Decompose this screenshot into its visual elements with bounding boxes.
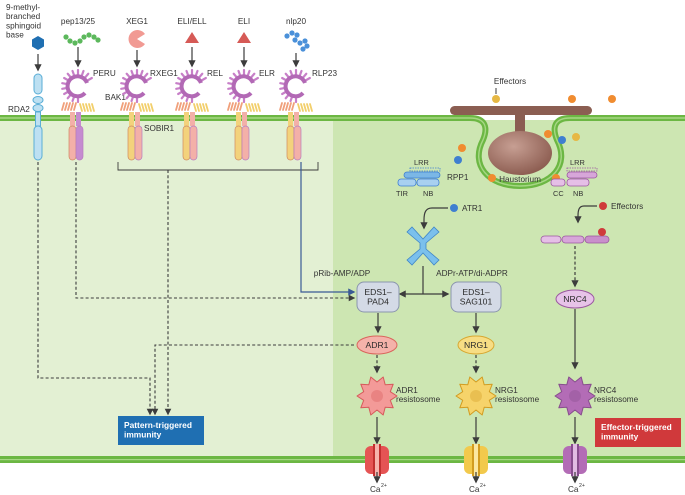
rel-receptor bbox=[175, 68, 209, 161]
rpp1-lrr-label: LRR bbox=[414, 158, 429, 167]
adr1-node bbox=[356, 335, 398, 355]
rxeg1-label: RXEG1 bbox=[150, 69, 178, 78]
peru-label: PERU bbox=[93, 69, 116, 78]
nlr-right-nb-label: NB bbox=[573, 189, 583, 198]
rpp1-receptor bbox=[397, 167, 441, 187]
nrc4-channel bbox=[563, 444, 587, 476]
bak1-label: BAK1 bbox=[105, 93, 126, 102]
rlp23-to-eds1-line bbox=[300, 162, 356, 296]
tetramer-to-eds1-fork bbox=[398, 266, 450, 298]
nlr-effector-dot-1 bbox=[599, 202, 607, 210]
prib-label: pRib-AMP/ADP bbox=[314, 269, 371, 278]
svg-text:Ca: Ca bbox=[568, 485, 579, 494]
adr1-label: ADR1 bbox=[366, 340, 389, 350]
rlp23-receptor bbox=[279, 68, 313, 161]
ca-label-nrg1: Ca 2+ bbox=[469, 483, 486, 494]
nrc4-resistosome bbox=[554, 376, 596, 416]
rpp1-nb-label: NB bbox=[423, 189, 433, 198]
effectors-top-label: Effectors bbox=[494, 77, 526, 86]
haustorium-label-group: Haustorium bbox=[499, 175, 541, 184]
rpp1-name-label: RPP1 bbox=[447, 173, 469, 182]
atr1-to-rpp1-arrow bbox=[420, 207, 448, 230]
sphingoid-hexagon-icon bbox=[32, 36, 44, 50]
node-to-resistosome-arrows bbox=[373, 355, 480, 374]
resistosome-layer bbox=[356, 376, 596, 416]
nlr-right-lrr-label: LRR bbox=[570, 158, 585, 167]
pathogen-hypha bbox=[450, 106, 592, 175]
effectors-to-nlr-arrow bbox=[574, 205, 597, 224]
nrg1-node bbox=[457, 335, 495, 355]
adr1-resistosome bbox=[356, 376, 398, 416]
nrg1-channel bbox=[464, 444, 488, 476]
svg-text:2+: 2+ bbox=[579, 483, 585, 489]
pti-dotted-paths bbox=[37, 162, 356, 416]
eli-label: ELI bbox=[238, 17, 250, 26]
pep-peptide-icon bbox=[63, 32, 101, 46]
rel-label: REL bbox=[207, 69, 223, 78]
nlr-effectors-label: Effectors bbox=[611, 202, 643, 211]
eti-box bbox=[595, 418, 681, 447]
sobir1-label: SOBIR1 bbox=[144, 124, 174, 133]
pep-label: pep13/25 bbox=[61, 17, 96, 26]
nlp20-peptide-icon bbox=[284, 30, 310, 52]
rda2-label: RDA2 bbox=[8, 105, 30, 114]
eli-ell-triangle-icon bbox=[185, 32, 199, 43]
nrg1-resistosome bbox=[455, 376, 497, 416]
svg-text:2+: 2+ bbox=[480, 483, 486, 489]
elr-label: ELR bbox=[259, 69, 275, 78]
nlr-right-receptor bbox=[550, 167, 598, 187]
rlp23-label: RLP23 bbox=[312, 69, 337, 78]
ligand-arrows bbox=[34, 47, 300, 72]
eds1-pad4-label: EDS1–PAD4 bbox=[364, 287, 391, 307]
nrg1-label: NRG1 bbox=[464, 340, 488, 350]
eds1-sag101-label: EDS1–SAG101 bbox=[460, 287, 493, 307]
rxeg1-receptor bbox=[120, 68, 154, 161]
xeg1-pacman-icon bbox=[128, 30, 145, 49]
ca-outflow-arrows bbox=[373, 472, 579, 484]
rpp1-effector-dot bbox=[450, 204, 458, 212]
eds1-pad4-node bbox=[356, 281, 400, 313]
nlr-activated bbox=[540, 228, 610, 244]
xeg1-label: XEG1 bbox=[126, 17, 148, 26]
atr1-label: ATR1 bbox=[462, 204, 483, 213]
adpr-label: ADPr-ATP/di-ADPR bbox=[436, 269, 508, 278]
nrc4-label: NRC4 bbox=[563, 294, 587, 304]
rpp1-tir-label: TIR bbox=[396, 189, 408, 198]
pti-box bbox=[118, 416, 204, 445]
nrc4-node bbox=[555, 289, 595, 309]
svg-text:Ca: Ca bbox=[370, 485, 381, 494]
nlr-right-cc-label: CC bbox=[553, 189, 564, 198]
rpp1-tetramer bbox=[406, 226, 440, 266]
eli-triangle-icon bbox=[237, 32, 251, 43]
plasma-membrane-bottom bbox=[0, 456, 685, 463]
receptor-bracket bbox=[117, 162, 319, 171]
eli-ell-label: ELI/ELL bbox=[177, 17, 207, 26]
receptor-layer bbox=[61, 68, 313, 161]
resistosome-to-channel-arrows bbox=[373, 417, 579, 445]
svg-text:Ca: Ca bbox=[469, 485, 480, 494]
peru-receptor bbox=[61, 68, 95, 161]
haustorium-label: Haustorium bbox=[499, 175, 541, 184]
nlp20-label: nlp20 bbox=[286, 17, 306, 26]
adr1-channel bbox=[365, 444, 389, 476]
ca-label-nrc4: Ca 2+ bbox=[568, 483, 585, 494]
rda2-receptor bbox=[32, 73, 44, 161]
plasma-membrane-top bbox=[0, 115, 685, 190]
eds1-sag101-node bbox=[450, 281, 502, 313]
svg-text:2+: 2+ bbox=[381, 483, 387, 489]
elr-receptor bbox=[227, 68, 261, 161]
ca-label-adr1: Ca 2+ bbox=[370, 483, 387, 494]
